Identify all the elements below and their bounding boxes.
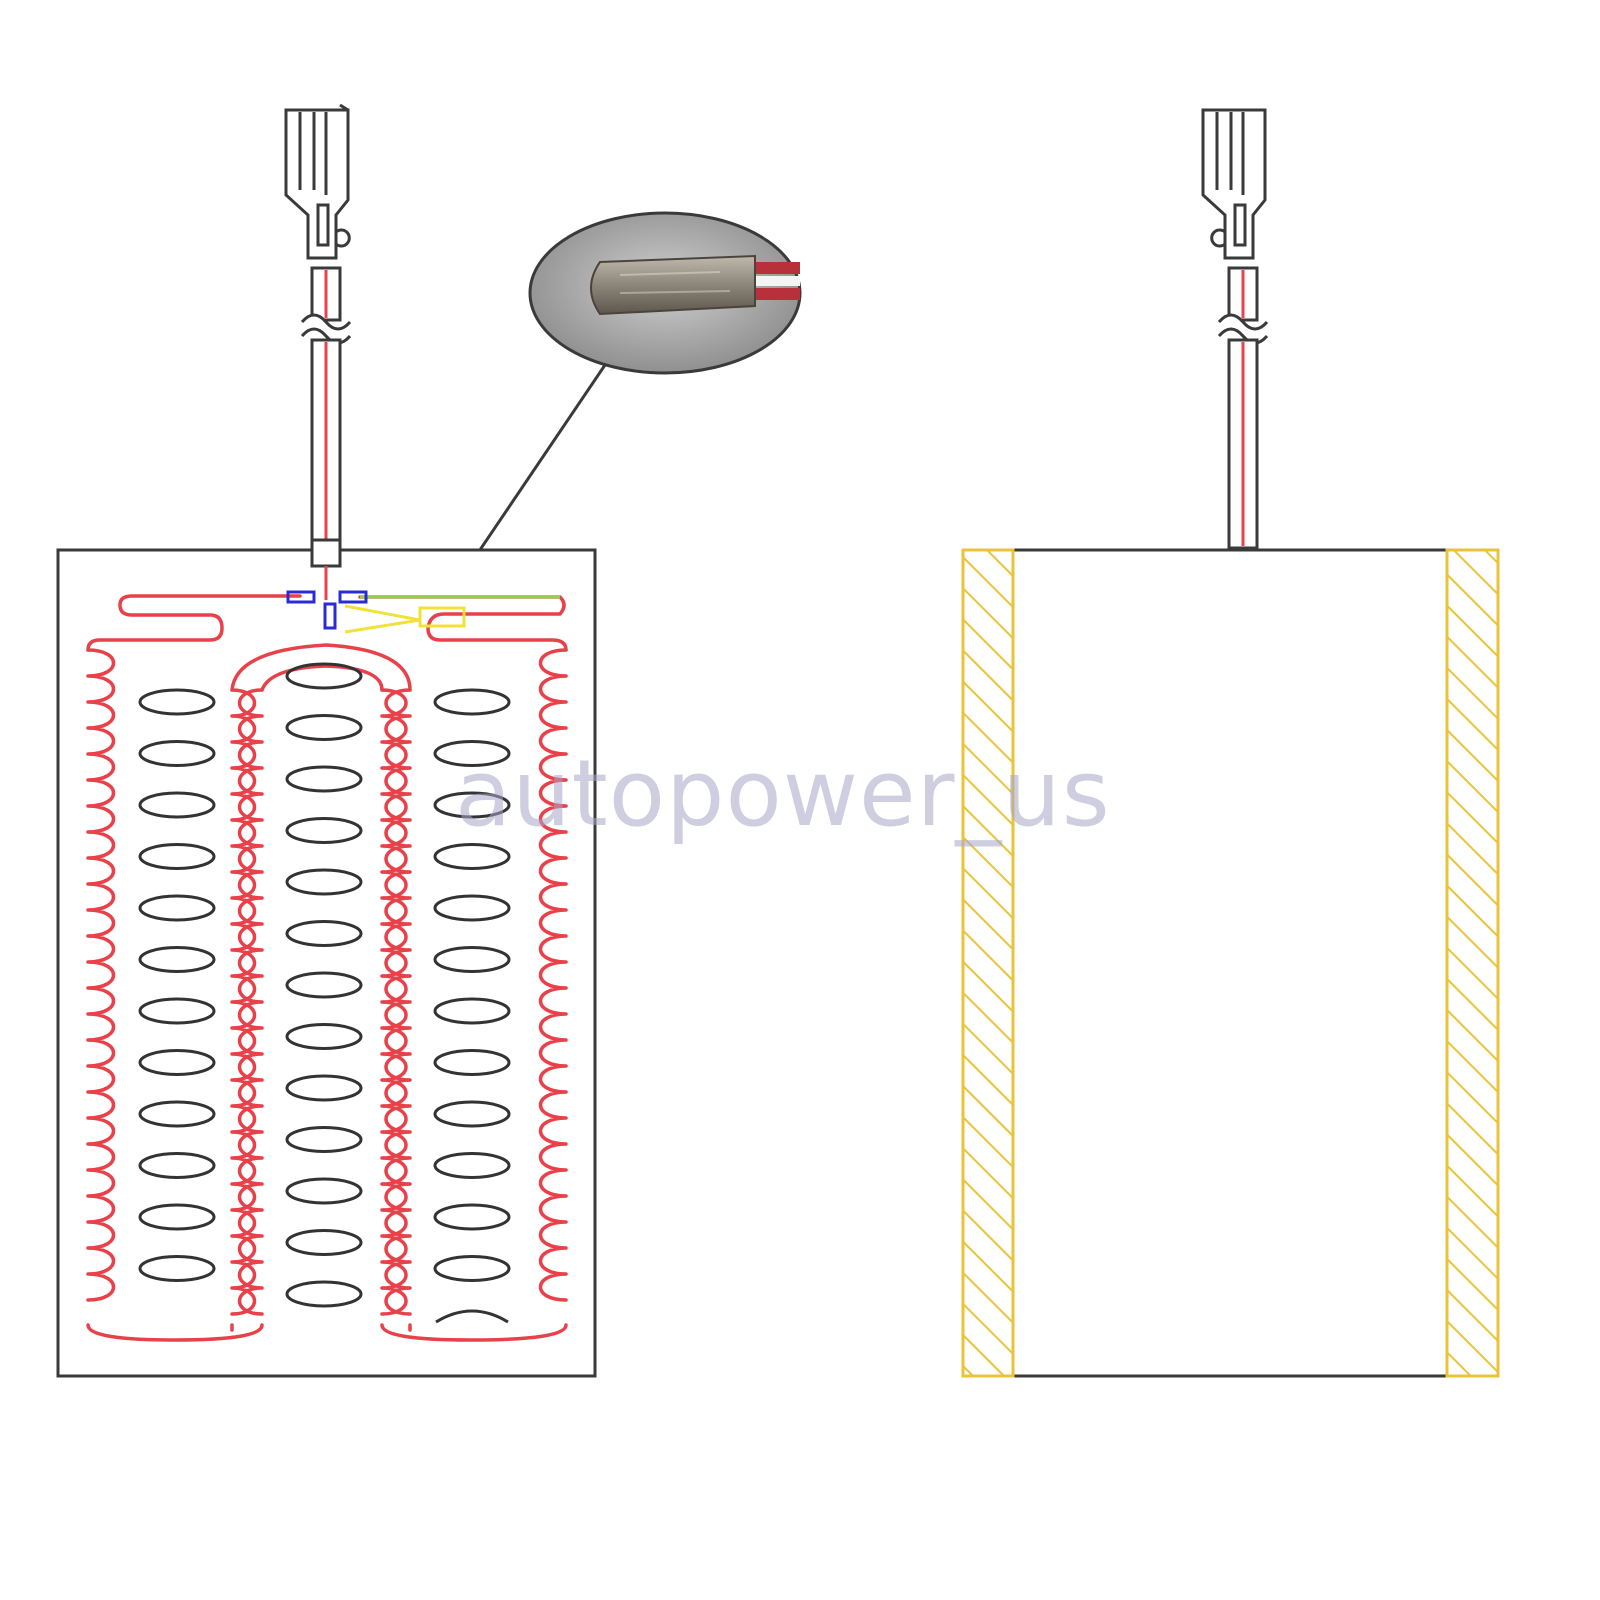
wire-bottom-left [86, 1323, 264, 1342]
pad-hole [285, 868, 363, 896]
pad-hole [285, 817, 363, 844]
pad-hole [138, 1203, 216, 1231]
panel-outline [56, 548, 597, 1378]
pad-hole [138, 946, 216, 973]
wire-top-left [86, 594, 302, 652]
wire-serpentine-left [86, 648, 116, 1302]
wire-top-right [358, 595, 568, 652]
pad-hole [433, 894, 511, 922]
right-connector-assembly [1201, 108, 1269, 550]
pad-hole [138, 843, 216, 870]
pad-hole [433, 997, 511, 1025]
pad-hole [138, 1049, 216, 1076]
pad-hole [285, 714, 363, 741]
pad-hole [433, 843, 511, 870]
pad-hole [138, 997, 216, 1025]
pad-hole [285, 1074, 363, 1102]
right-heater-panel [961, 548, 1500, 1378]
pad-hole [285, 1280, 363, 1308]
spade-terminal-icon [1201, 108, 1267, 260]
thermostat-leads [344, 595, 560, 634]
pad-hole [138, 1152, 216, 1179]
sensor-marks [286, 590, 368, 630]
pad-hole-partial [435, 1309, 509, 1324]
wire-bottom-right [380, 1323, 568, 1342]
pad-hole [285, 920, 363, 947]
pad-hole [285, 1229, 363, 1256]
pad-hole [285, 662, 363, 690]
wire-top-arch [230, 643, 412, 692]
wire-top-arch-inner [260, 664, 384, 692]
cable [1217, 266, 1269, 550]
wire-serpentine-center-right [384, 688, 412, 1316]
left-heater-panel [56, 538, 597, 1378]
left-connector-assembly [284, 103, 352, 567]
pad-hole [138, 1255, 216, 1282]
adhesive-strip-left [961, 548, 1015, 1378]
wire-serpentine-right [538, 648, 568, 1302]
pad-hole [285, 1023, 363, 1050]
pad-hole [433, 791, 511, 819]
adhesive-strip-right [1445, 548, 1500, 1378]
pad-hole [433, 946, 511, 973]
pad-hole [433, 1203, 511, 1231]
pad-hole [285, 1177, 363, 1205]
pad-hole [138, 894, 216, 922]
pad-hole [433, 1152, 511, 1179]
bimetal-thermostat-icon [590, 254, 800, 316]
pad-hole [138, 1100, 216, 1128]
heating-wire [86, 594, 568, 1342]
pad-hole [138, 740, 216, 767]
pad-hole [138, 791, 216, 819]
pad-hole [285, 1126, 363, 1153]
wire-serpentine-center-left [237, 688, 264, 1316]
pad-hole [285, 765, 363, 793]
panel-outline [961, 548, 1500, 1378]
wire-serpentine-center-right-b [380, 688, 408, 1316]
pad-hole [433, 688, 511, 716]
cable [300, 266, 352, 567]
pad-hole [285, 971, 363, 999]
pad-holes [138, 662, 511, 1324]
wire-serpentine-center-left-b [230, 688, 257, 1316]
pad-hole [433, 1255, 511, 1282]
pad-hole [433, 740, 511, 767]
spade-terminal-icon [284, 103, 351, 260]
pad-hole [433, 1100, 511, 1128]
pad-hole [138, 688, 216, 716]
pad-hole [433, 1049, 511, 1076]
